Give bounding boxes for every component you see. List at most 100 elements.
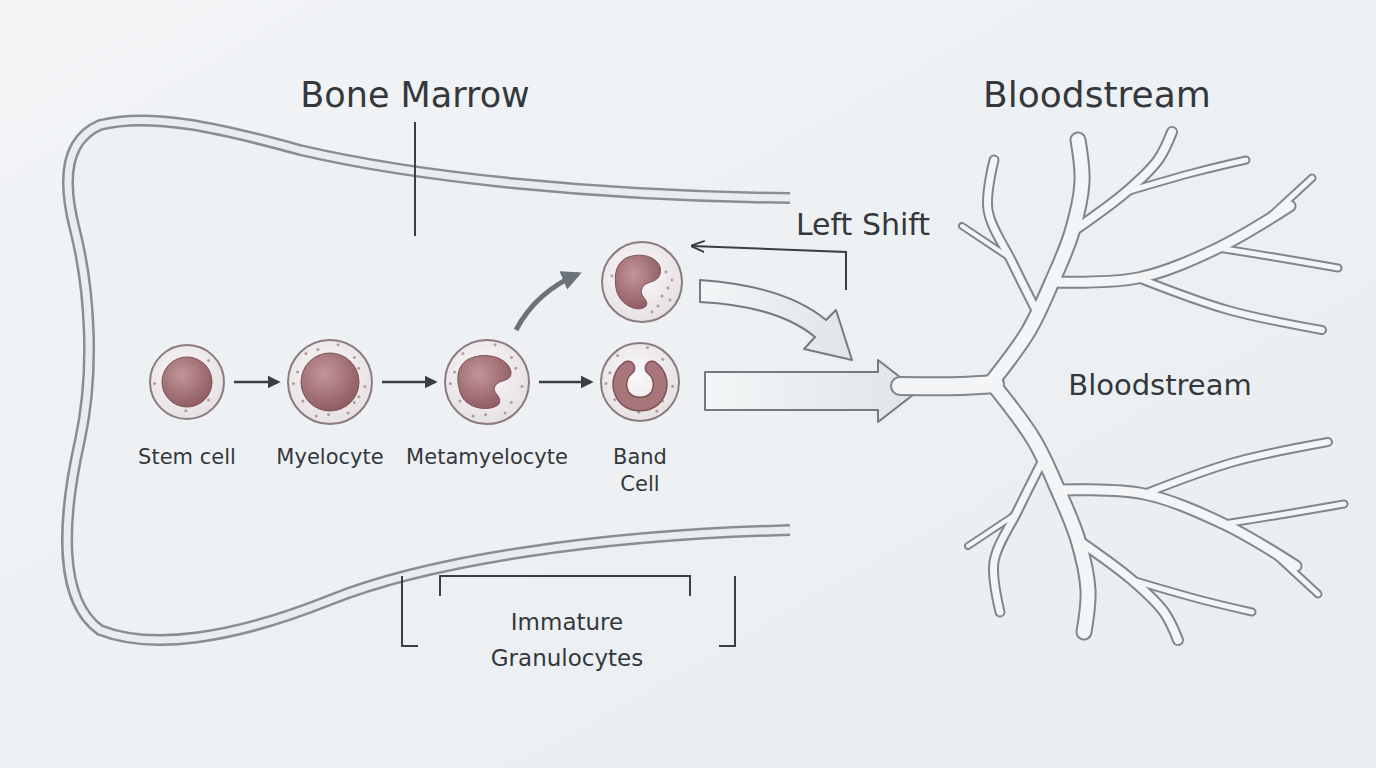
cell-body xyxy=(288,340,372,424)
granule xyxy=(604,382,607,385)
granule xyxy=(458,400,461,403)
granule xyxy=(665,271,668,274)
bracket-label: Immature Granulocytes xyxy=(467,605,667,676)
vessel-wall xyxy=(1218,248,1338,268)
curved-arrow xyxy=(516,274,578,330)
granule xyxy=(363,385,366,388)
granule xyxy=(661,358,664,361)
flow-arrow xyxy=(382,381,435,384)
region-label: Bloodstream xyxy=(983,73,1211,116)
vessel-lumen xyxy=(994,458,1044,612)
leader-line xyxy=(692,246,846,290)
granule xyxy=(611,275,614,278)
cell-shape xyxy=(287,339,373,425)
cell-node: Myelocyte xyxy=(287,339,373,425)
granule xyxy=(347,412,350,415)
cell-label: Band Cell xyxy=(600,444,680,499)
granule xyxy=(671,385,674,388)
vessel-lumen xyxy=(1126,160,1246,192)
release-arrow xyxy=(700,280,852,360)
vessel-lumen xyxy=(1260,178,1312,226)
cell-nucleus xyxy=(162,357,212,407)
cell-shape xyxy=(149,344,225,420)
bracket xyxy=(719,576,735,646)
granule xyxy=(296,370,299,373)
vessel-lumen xyxy=(996,388,1088,632)
vessel-lumen xyxy=(1224,504,1344,524)
granule xyxy=(304,352,307,355)
cell-nucleus xyxy=(620,368,660,404)
vessel-lumen xyxy=(988,160,1038,314)
vessel-wall xyxy=(1260,178,1312,226)
vessel-lumen xyxy=(968,514,1016,546)
bracket xyxy=(402,576,418,646)
granule xyxy=(353,401,356,404)
granule xyxy=(292,382,295,385)
granule xyxy=(453,370,456,373)
granule xyxy=(461,352,464,355)
region-label: Bone Marrow xyxy=(300,74,529,116)
vessel-lumen xyxy=(962,226,1010,258)
cell-shape xyxy=(444,339,530,425)
granule xyxy=(510,356,513,359)
granule xyxy=(656,304,659,307)
vessel-wall xyxy=(990,140,1082,384)
vessel-wall xyxy=(1224,504,1344,524)
granule xyxy=(613,398,616,401)
granule xyxy=(666,286,669,289)
granule xyxy=(608,371,611,374)
blood-vessel-tree xyxy=(900,132,1344,640)
vessel-lumen xyxy=(900,384,995,386)
cell-label: Stem cell xyxy=(117,444,257,471)
granule xyxy=(669,299,672,302)
cell-body xyxy=(445,340,529,424)
region-label: Bloodstream xyxy=(1068,368,1251,403)
cell-membrane xyxy=(445,340,529,424)
cell-nucleus xyxy=(615,255,660,309)
vessel-wall xyxy=(1266,546,1318,594)
flow-arrow xyxy=(539,381,591,384)
granule xyxy=(646,346,649,349)
bone-outline xyxy=(67,120,790,640)
granule xyxy=(449,382,452,385)
granule xyxy=(327,413,330,416)
granule xyxy=(184,409,187,412)
granule xyxy=(660,294,663,297)
release-arrow xyxy=(705,360,918,422)
granule xyxy=(616,354,619,357)
granule xyxy=(153,382,156,385)
granule xyxy=(651,311,654,314)
granule xyxy=(484,413,487,416)
bracket xyxy=(440,576,690,596)
cell-membrane xyxy=(601,343,679,421)
granule xyxy=(357,367,360,370)
granule xyxy=(207,359,210,362)
granule xyxy=(510,401,513,404)
cell-shape xyxy=(600,342,680,422)
cell-node: Stem cell xyxy=(149,344,225,420)
vessel-lumen xyxy=(1132,580,1252,612)
vessel-lumen xyxy=(990,140,1082,384)
granule xyxy=(353,356,356,359)
granule xyxy=(514,367,517,370)
granule xyxy=(504,412,507,415)
granule xyxy=(357,395,360,398)
cell-body xyxy=(601,343,679,421)
vessel-lumen xyxy=(1052,206,1290,282)
granule xyxy=(655,409,658,412)
granule xyxy=(671,279,674,282)
bone-cortex xyxy=(67,120,790,640)
granule xyxy=(301,400,304,403)
vessel-wall xyxy=(988,160,1038,314)
cell-body xyxy=(150,345,224,419)
vessel-wall xyxy=(900,384,995,386)
vessel-lumen xyxy=(1144,442,1328,494)
granule xyxy=(494,343,497,346)
vessel-wall xyxy=(994,458,1044,612)
granule xyxy=(316,348,319,351)
granule xyxy=(315,414,318,417)
cell-nucleus xyxy=(458,356,511,409)
cell-node: Band Cell xyxy=(600,342,680,422)
vessel-lumen xyxy=(1218,248,1338,268)
